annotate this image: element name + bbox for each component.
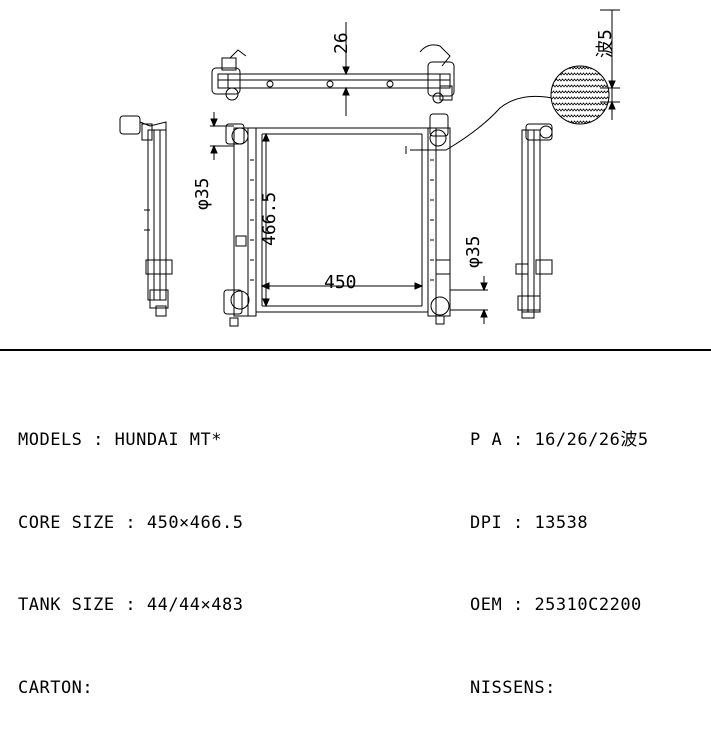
spec-left-column: MODELS : HUNDAI MT* CORE SIZE : 450×466.… (18, 372, 243, 730)
dim-fin-wave: 波5 (595, 29, 616, 58)
fin-detail (550, 9, 620, 125)
spec-row-nissens: NISSENS: (470, 677, 556, 698)
spec-row-carton: CARTON: (18, 677, 94, 698)
spec-row-core-size: CORE SIZE : 450×466.5 (18, 512, 244, 533)
spec-row-pa: P A : 16/26/26波5 (470, 430, 649, 450)
top-view (211, 22, 455, 116)
oem-value: 25310C2200 (534, 595, 642, 615)
core-size-value: 450×466.5 (146, 512, 244, 533)
dim-outlet-dia: φ35 (463, 235, 484, 268)
left-side-view (119, 115, 173, 317)
dim-thickness-26: 26 (331, 32, 352, 54)
pa-value: 16/26/26波5 (534, 430, 649, 450)
spec-right-column: P A : 16/26/26波5 DPI : 13538 OEM : 25310… (470, 372, 649, 730)
dpi-value: 13538 (534, 512, 589, 533)
front-view (210, 95, 553, 327)
spec-row-models: MODELS : HUNDAI MT* (18, 430, 222, 450)
tank-size-value: 44/44×483 (146, 595, 244, 615)
dim-inlet-dia: φ35 (192, 177, 213, 210)
dim-core-width: 450 (324, 272, 357, 293)
section-divider (0, 349, 711, 351)
spec-row-dpi: DPI : 13538 (470, 512, 589, 533)
radiator-technical-drawing: 26 (119, 9, 620, 327)
spec-row-tank-size: TANK SIZE : 44/44×483 (18, 595, 244, 615)
dim-core-height: 466.5 (259, 192, 280, 246)
models-value: HUNDAI MT* (114, 430, 222, 450)
right-side-view (515, 123, 553, 319)
spec-row-oem: OEM : 25310C2200 (470, 595, 642, 615)
